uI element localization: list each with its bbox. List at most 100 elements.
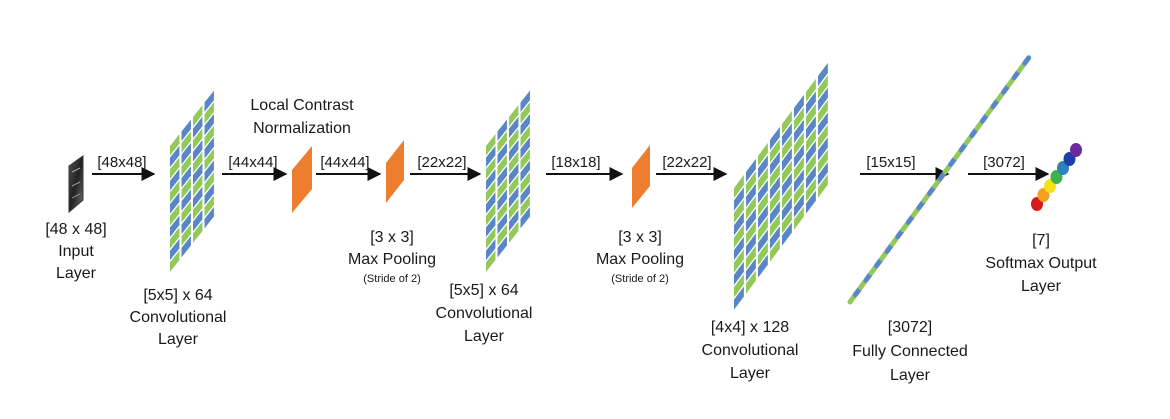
feature-map-tile xyxy=(497,235,507,258)
conv1-label-line2: Convolutional xyxy=(130,309,227,326)
fc-unit xyxy=(942,163,952,175)
feature-map-tile xyxy=(170,192,180,214)
fc-unit xyxy=(953,149,963,160)
feature-map-tile xyxy=(746,196,756,220)
feature-map-tile xyxy=(486,134,496,156)
feature-map-tile xyxy=(734,249,744,273)
fc-unit xyxy=(895,228,905,240)
fc-unit xyxy=(979,113,989,124)
feature-map-tile xyxy=(758,155,768,179)
feature-map-tile xyxy=(806,103,816,127)
feature-map-tile xyxy=(770,213,780,237)
feature-map-tile xyxy=(193,140,203,162)
feature-map-tile xyxy=(520,195,530,217)
fc-unit xyxy=(921,192,931,204)
pool1-label-line2: Max Pooling xyxy=(348,251,436,268)
feature-map-tile xyxy=(520,206,530,229)
feature-map-tile xyxy=(794,181,804,205)
feature-map-tile xyxy=(486,192,496,214)
output-label-line3: Layer xyxy=(1021,278,1062,295)
fc-unit xyxy=(873,257,883,269)
conv3-label-line1: [4x4] x 128 xyxy=(711,319,789,336)
feature-map-tile xyxy=(181,224,191,246)
feature-map-tile xyxy=(782,210,792,234)
fc-unit xyxy=(974,120,984,131)
feature-map-tile xyxy=(520,125,530,147)
feature-map-tile xyxy=(204,172,214,194)
feature-map-tile xyxy=(509,105,519,127)
feature-map-tile xyxy=(181,154,191,176)
fc-unit xyxy=(884,243,894,254)
fc-unit xyxy=(868,265,878,276)
fc-unit xyxy=(1022,55,1032,66)
feature-map-tile xyxy=(170,169,180,191)
fc-unit xyxy=(1011,69,1021,81)
feature-map-tile xyxy=(746,220,756,245)
feature-map-tile xyxy=(204,148,214,171)
feature-map-tile xyxy=(193,151,203,174)
feature-map-tile xyxy=(782,160,792,184)
feature-map-tile xyxy=(758,217,768,241)
fc-unit xyxy=(905,214,915,225)
feature-map-tile xyxy=(486,250,496,272)
fc-layer xyxy=(847,55,1032,305)
feature-map-tile xyxy=(818,124,828,149)
feature-map-tile xyxy=(486,157,496,179)
feature-map-tile xyxy=(509,140,519,162)
feature-map-tile xyxy=(818,137,828,161)
feature-map-tile xyxy=(486,215,496,237)
feature-map-tile xyxy=(497,224,507,246)
feature-map-tile xyxy=(770,164,780,188)
conv1-label-line1: [5x5] x 64 xyxy=(143,287,212,304)
feature-map-tile xyxy=(794,94,804,119)
feature-map-tile xyxy=(770,151,780,175)
conv1-feature-maps xyxy=(170,90,214,272)
feature-map-tile xyxy=(746,245,756,269)
fc-unit xyxy=(1001,84,1010,95)
fc-unit xyxy=(916,200,926,211)
dim-label-6: [22x22] xyxy=(662,154,711,171)
fc-unit xyxy=(852,286,862,298)
feature-map-tile xyxy=(204,195,214,217)
feature-map-tile xyxy=(746,158,756,183)
feature-map-tile xyxy=(486,169,496,191)
feature-map-tile xyxy=(181,235,191,258)
feature-map-tile xyxy=(193,116,203,139)
lcn-label-line1: Local Contrast xyxy=(250,97,354,114)
feature-map-tile xyxy=(486,238,496,261)
pool1-layer xyxy=(386,140,404,203)
feature-map-tile xyxy=(486,145,496,168)
feature-map-tile xyxy=(770,126,780,151)
lcn-layer xyxy=(292,146,312,213)
fc-label-line3: Layer xyxy=(890,367,931,384)
fc-unit xyxy=(911,207,920,218)
feature-map-tile xyxy=(170,215,180,237)
fc-unit xyxy=(926,185,936,196)
feature-map-tile xyxy=(181,201,191,223)
feature-map-tile xyxy=(170,157,180,179)
feature-map-tile xyxy=(170,203,180,226)
fc-unit xyxy=(932,178,942,189)
feature-map-tile xyxy=(770,226,780,250)
pool2-layer xyxy=(632,145,650,208)
feature-map-tile xyxy=(497,201,507,223)
feature-map-tile xyxy=(520,137,530,159)
feature-map-tile xyxy=(794,107,804,131)
feature-map-tile xyxy=(204,160,214,182)
feature-map-tile xyxy=(497,212,507,235)
dim-label-3: [44x44] xyxy=(320,154,369,171)
feature-map-tile xyxy=(794,119,804,143)
conv3-label-line3: Layer xyxy=(730,365,771,382)
feature-map-tile xyxy=(204,90,214,113)
feature-map-tile xyxy=(193,221,203,243)
feature-map-tile xyxy=(758,180,768,204)
feature-map-tile xyxy=(486,203,496,226)
feature-map-tile xyxy=(170,238,180,261)
feature-map-tile xyxy=(746,270,756,294)
feature-map-tile xyxy=(497,154,507,176)
feature-map-tile xyxy=(509,116,519,139)
feature-map-tile xyxy=(758,167,768,191)
feature-map-tile xyxy=(782,222,792,246)
softmax-node xyxy=(1070,143,1082,157)
feature-map-tile xyxy=(497,177,507,200)
